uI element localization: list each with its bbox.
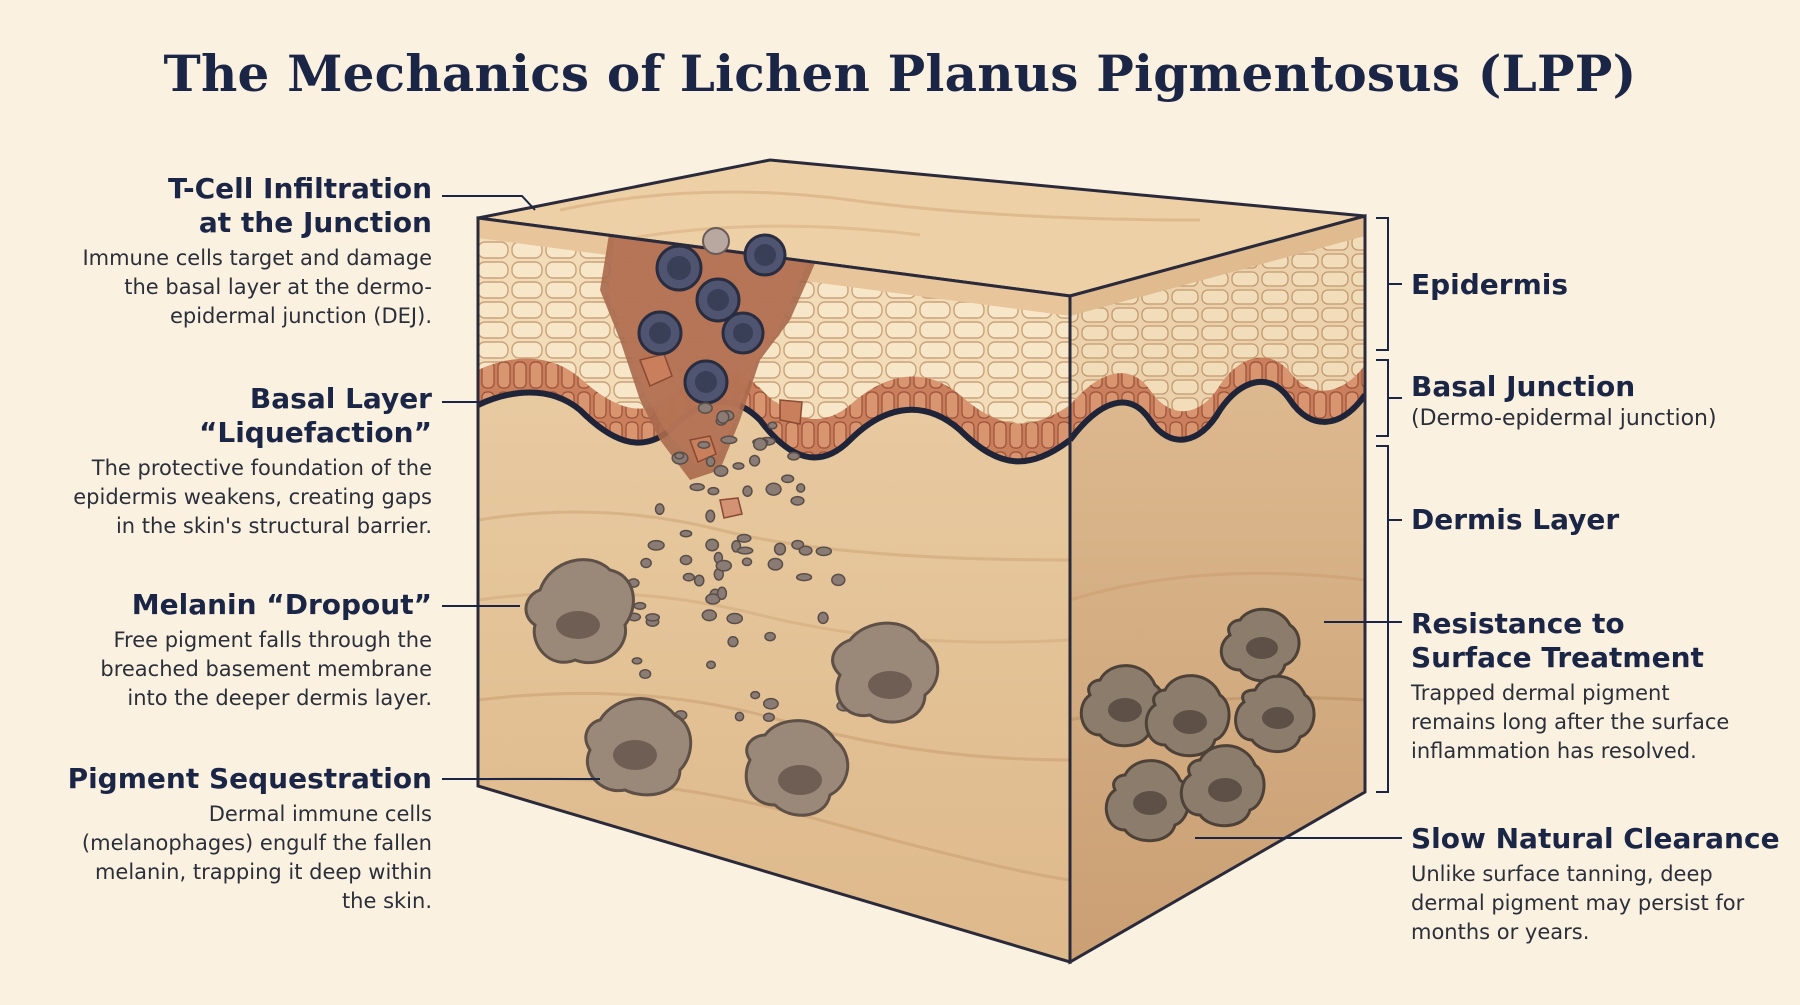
melanin-granule xyxy=(631,657,643,665)
melanin-granule xyxy=(781,474,795,484)
melanin-granule xyxy=(640,557,652,569)
melanin-granule xyxy=(707,486,720,496)
melanin-granule xyxy=(817,611,829,625)
melanin-granule xyxy=(752,437,768,451)
label-dermis-layer: Dermis Layer xyxy=(1411,503,1619,537)
melanin-granule xyxy=(697,402,713,414)
melanin-granule xyxy=(748,454,761,467)
melanin-granule xyxy=(689,482,705,492)
callout-pigment-sequestration: Pigment Sequestration Dermal immune cell… xyxy=(68,762,432,916)
melanophage xyxy=(584,697,693,797)
melanin-granule xyxy=(765,482,782,496)
callout-heading: Slow Natural Clearance xyxy=(1411,822,1780,855)
melanin-granule xyxy=(705,509,716,523)
melanin-granule xyxy=(682,572,695,582)
melanin-granule xyxy=(716,410,730,424)
label-basal-junction: Basal Junction (Dermo-epidermal junction… xyxy=(1411,370,1717,433)
t-cell xyxy=(743,233,787,277)
melanin-granule xyxy=(787,451,801,461)
callout-heading: Basal Layer“Liquefaction” xyxy=(198,382,432,449)
melanin-granule xyxy=(679,529,693,538)
melanin-granule xyxy=(727,636,739,648)
melanin-granule xyxy=(654,503,665,516)
melanin-granule xyxy=(705,538,720,552)
block-side-face xyxy=(1070,216,1365,962)
melanin-granule xyxy=(767,421,778,430)
melanin-granules xyxy=(627,402,873,723)
melanin-granule xyxy=(697,440,711,449)
melanin-granule xyxy=(831,573,846,587)
melanin-granule xyxy=(693,574,705,587)
melanin-granule xyxy=(736,546,754,555)
t-cell xyxy=(721,311,765,355)
melanin-granule xyxy=(732,462,745,470)
melanophage xyxy=(744,719,850,817)
melanin-granule xyxy=(762,697,779,710)
melanophage xyxy=(524,558,635,665)
melanin-granule xyxy=(767,557,784,571)
melanin-granule xyxy=(795,483,806,493)
melanin-granule xyxy=(647,539,665,551)
melanin-granule xyxy=(633,601,647,610)
label-epidermis: Epidermis xyxy=(1411,268,1568,302)
melanin-granule xyxy=(705,660,717,670)
callout-heading: Melanin “Dropout” xyxy=(131,588,432,621)
melanin-granule xyxy=(713,465,729,477)
melanin-granule xyxy=(701,609,718,622)
melanin-granule xyxy=(764,631,776,642)
callout-body: Dermal immune cells(melanophages) engulf… xyxy=(81,802,432,913)
melanin-granule xyxy=(705,455,716,468)
t-cell xyxy=(683,359,729,405)
melanin-granule xyxy=(674,451,685,460)
melanin-granule xyxy=(815,546,833,557)
melanin-granule xyxy=(798,545,813,556)
page-title: The Mechanics of Lichen Planus Pigmentos… xyxy=(163,44,1637,103)
callout-melanin-dropout: Melanin “Dropout” Free pigment falls thr… xyxy=(100,588,432,713)
t-cell xyxy=(637,310,683,356)
melanin-granule xyxy=(791,539,805,550)
melanin-granule xyxy=(762,712,775,723)
t-cell xyxy=(655,244,703,292)
callout-heading: Pigment Sequestration xyxy=(67,762,432,795)
melanin-granule xyxy=(645,613,661,622)
callout-basal-layer-liquefaction: Basal Layer“Liquefaction” The protective… xyxy=(73,382,432,541)
melanin-granule xyxy=(736,533,752,543)
melanin-granule xyxy=(734,711,745,722)
callout-slow-natural-clearance: Slow Natural Clearance Unlike surface ta… xyxy=(1411,822,1780,947)
melanin-granule xyxy=(750,690,761,700)
callout-heading: Dermis Layer xyxy=(1411,503,1620,536)
melanin-granule xyxy=(790,495,805,506)
melanin-granule xyxy=(773,542,787,556)
melanin-granule xyxy=(715,559,733,572)
right-brackets xyxy=(1195,217,1402,839)
left-leader-lines xyxy=(442,195,600,780)
t-cell xyxy=(695,277,741,323)
melanin-granule xyxy=(795,573,813,582)
melanin-granule xyxy=(742,485,753,498)
melanin-granule xyxy=(726,612,744,625)
melanophage-cluster xyxy=(1079,607,1316,843)
melanin-granule xyxy=(679,554,693,566)
callout-heading: Epidermis xyxy=(1411,268,1569,301)
melanophage xyxy=(831,621,940,724)
melanin-granule xyxy=(741,557,753,567)
basement-membrane xyxy=(478,389,1070,465)
melanin-granule xyxy=(716,586,728,601)
callout-subtitle: (Dermo-epidermal junction) xyxy=(1411,406,1717,431)
melanin-granule xyxy=(639,668,652,680)
callout-heading: Basal Junction xyxy=(1411,370,1636,403)
t-cells xyxy=(637,227,787,405)
melanin-granule xyxy=(720,435,738,445)
